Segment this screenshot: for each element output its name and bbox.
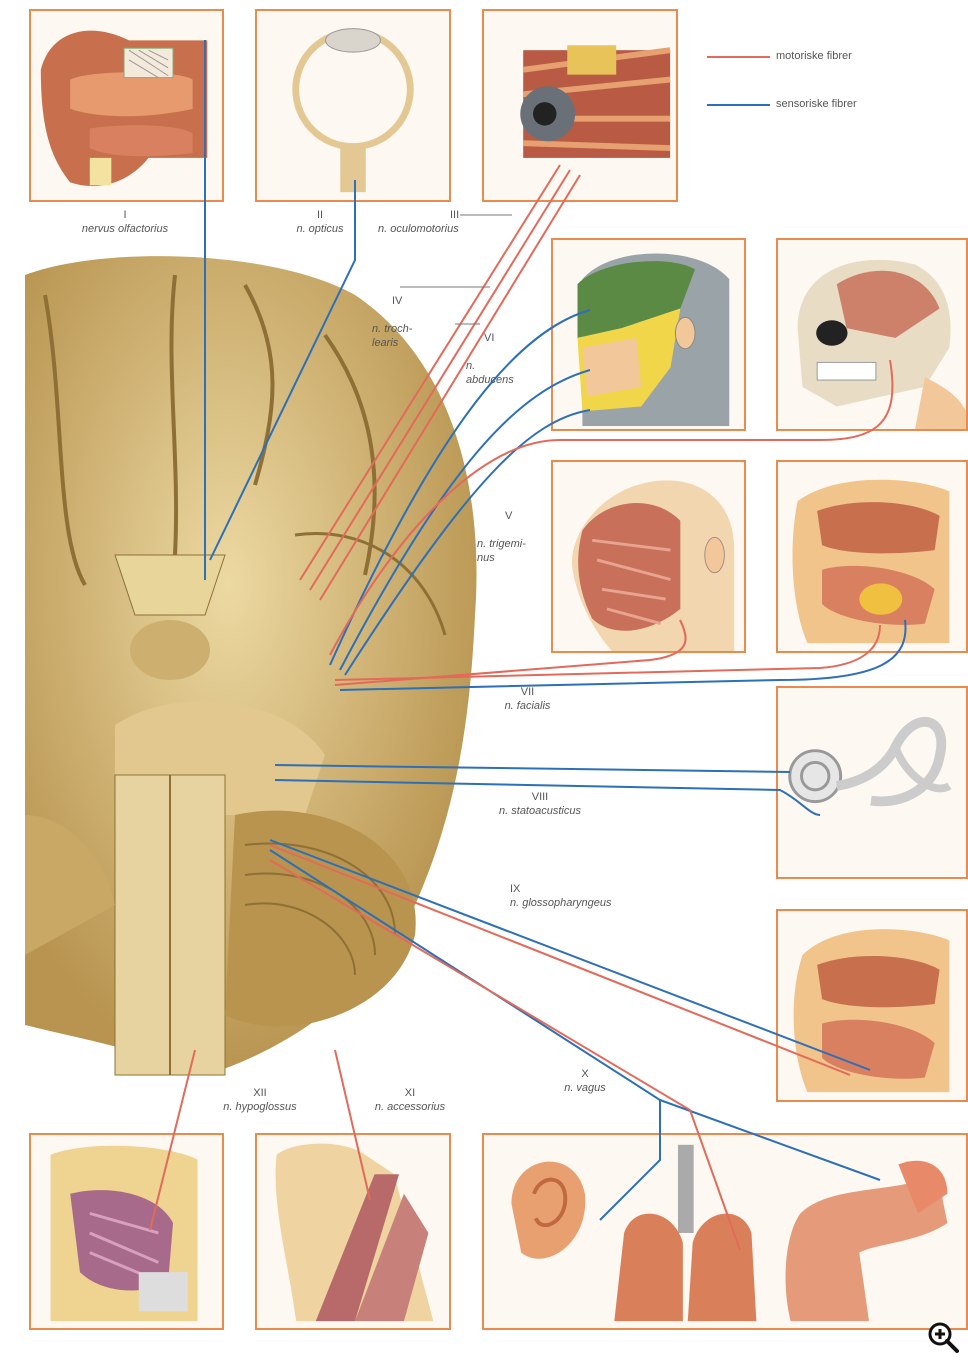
- nerve-name: nervus olfactorius: [60, 222, 190, 236]
- skull-illustration: [778, 240, 966, 429]
- tongue-illustration: [31, 1135, 222, 1328]
- nerve-num: VII: [480, 685, 575, 699]
- nerve-name: n. abducens: [466, 359, 546, 387]
- head-section-illustration: [778, 911, 966, 1100]
- nerve-name: n. hypoglossus: [195, 1100, 325, 1114]
- nerve-name: n. vagus: [540, 1081, 630, 1095]
- nerve-num: II: [270, 208, 370, 222]
- panel-face-sensory: [551, 238, 746, 431]
- nerve-label-v: V n. trigemi- nus: [477, 495, 547, 579]
- nerve-num: X: [540, 1067, 630, 1081]
- nerve-label-vii: VII n. facialis: [480, 685, 575, 713]
- nerve-label-xii: XII n. hypoglossus: [195, 1086, 325, 1114]
- panel-eye: [255, 9, 451, 202]
- nerve-num: I: [60, 208, 190, 222]
- nerve-num: III: [378, 208, 508, 222]
- nose-illustration: [31, 11, 222, 200]
- nerve-num: VI: [466, 331, 546, 345]
- nerve-num: XII: [195, 1086, 325, 1100]
- neck-illustration: [257, 1135, 449, 1328]
- panel-neck: [255, 1133, 451, 1330]
- panel-tongue: [29, 1133, 224, 1330]
- zoom-in-button[interactable]: [926, 1320, 960, 1354]
- nerve-name: n. glossopharyngeus: [510, 896, 670, 910]
- panel-inner-ear: [776, 686, 968, 879]
- panel-mouth-section: [776, 460, 968, 653]
- zoom-in-icon: [926, 1320, 960, 1354]
- nerve-num: V: [477, 509, 547, 523]
- panel-head-section: [776, 909, 968, 1102]
- nerve-label-ix: IX n. glossopharyngeus: [510, 882, 670, 910]
- nerve-label-i: I nervus olfactorius: [60, 208, 190, 236]
- panel-eye-muscles: [482, 9, 678, 202]
- nerve-label-iv: IV n. troch- learis: [372, 280, 442, 364]
- panel-face-muscles: [551, 460, 746, 653]
- nerve-name: n. accessorius: [350, 1100, 470, 1114]
- nerve-name: n. statoacusticus: [475, 804, 605, 818]
- nerve-label-viii: VIII n. statoacusticus: [475, 790, 605, 818]
- inner-ear-illustration: [778, 688, 966, 877]
- nerve-name: n. opticus: [270, 222, 370, 236]
- nerve-name: n. facialis: [480, 699, 575, 713]
- eye-illustration: [257, 11, 449, 200]
- panel-nose: [29, 9, 224, 202]
- nerve-label-iii: III n. oculomotorius: [378, 208, 508, 236]
- nerve-label-ii: II n. opticus: [270, 208, 370, 236]
- nerve-label-xi: XI n. accessorius: [350, 1086, 470, 1114]
- nerve-num: IX: [510, 882, 670, 896]
- face-sensory-illustration: [553, 240, 744, 429]
- nerve-label-vi: VI n. abducens: [466, 317, 546, 401]
- panel-skull: [776, 238, 968, 431]
- nerve-num: IV: [372, 294, 442, 308]
- mouth-section-illustration: [778, 462, 966, 651]
- panel-viscera: [482, 1133, 968, 1330]
- nerve-num: VIII: [475, 790, 605, 804]
- eye-muscles-illustration: [484, 11, 676, 200]
- nerve-label-x: X n. vagus: [540, 1067, 630, 1095]
- nerve-name: n. trigemi- nus: [477, 537, 547, 565]
- face-muscles-illustration: [553, 462, 744, 651]
- viscera-illustration: [484, 1135, 966, 1328]
- legend-motor-label: motoriske fibrer: [776, 50, 852, 62]
- legend-sensory-label: sensoriske fibrer: [776, 98, 857, 110]
- brain-base-illustration: [25, 255, 505, 1085]
- nerve-name: n. oculomotorius: [378, 222, 508, 236]
- nerve-num: XI: [350, 1086, 470, 1100]
- nerve-name: n. troch- learis: [372, 322, 442, 350]
